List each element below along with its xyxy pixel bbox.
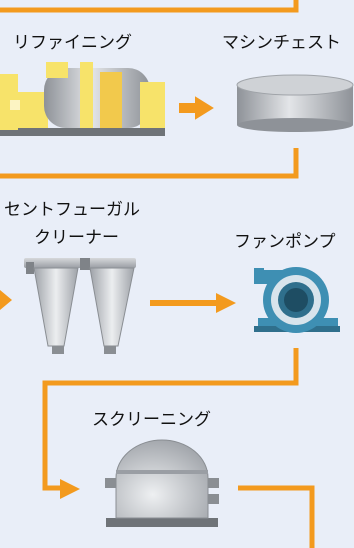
label-machine-chest: マシンチェスト	[222, 33, 341, 53]
refiner-equipment	[0, 62, 165, 136]
arrow-cleaner-to-pump	[150, 293, 236, 313]
label-screening: スクリーニング	[92, 410, 211, 430]
label-centrifugal-line2: クリーナー	[34, 228, 119, 248]
flow-lines	[0, 0, 315, 548]
flow-line-pump-to-screen	[42, 348, 299, 491]
flow-arrows	[0, 96, 236, 499]
label-refining: リファイニング	[13, 33, 132, 53]
screening-unit	[105, 439, 219, 527]
arrow-into-cleaner	[0, 290, 12, 310]
arrow-into-screen	[60, 479, 80, 499]
machine-chest-tank	[236, 74, 354, 132]
flow-line-screen-out	[238, 485, 315, 548]
arrow-refiner-to-chest	[179, 96, 214, 120]
centrifugal-cleaner-units	[24, 258, 136, 354]
label-fan-pump: ファンポンプ	[234, 232, 336, 252]
label-centrifugal-line1: セントフューガル	[4, 200, 140, 220]
flow-line-chest-to-cleaner	[0, 148, 299, 179]
fan-pump	[254, 267, 340, 333]
flow-line-top	[0, 0, 299, 13]
